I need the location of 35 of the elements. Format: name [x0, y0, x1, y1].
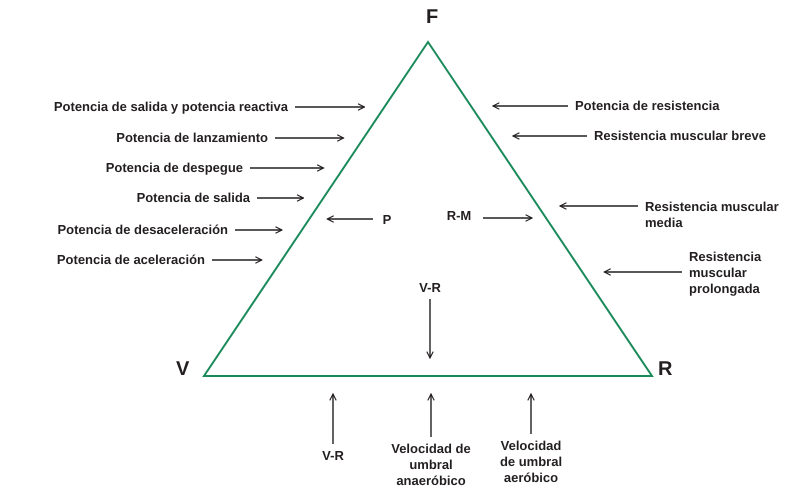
arrow	[295, 103, 365, 111]
term-label: Potencia de aceleración	[56, 252, 205, 268]
term-label: P	[382, 212, 392, 228]
term-label: V-R	[418, 280, 442, 296]
term-label: Potencia de salida y potencia reactiva	[52, 99, 288, 115]
term-label: Potencia de lanzamiento	[115, 130, 268, 146]
arrow	[527, 393, 535, 434]
term-label: Resistencia muscular media	[645, 199, 780, 231]
arrow	[326, 215, 373, 223]
arrow	[235, 226, 282, 234]
arrow	[483, 214, 533, 222]
arrow	[559, 202, 638, 210]
vertex-label: V	[176, 358, 190, 381]
vertex-label: R	[658, 358, 672, 381]
term-label: Resistencia muscular prolongada	[689, 249, 762, 297]
vertex-label: F	[426, 6, 438, 29]
arrow	[275, 134, 344, 142]
term-label: V-R	[321, 448, 345, 464]
term-label: Potencia de despegue	[104, 160, 243, 176]
term-label: Potencia de desaceleración	[56, 222, 228, 238]
arrow	[427, 393, 435, 437]
arrow	[512, 132, 587, 140]
term-label: Velocidad de umbral aeróbico	[498, 438, 564, 486]
arrow	[329, 393, 337, 444]
arrow	[604, 268, 682, 276]
arrow	[492, 102, 568, 110]
term-label: Potencia de salida	[136, 190, 250, 206]
term-label: R-M	[446, 208, 472, 224]
arrow	[257, 194, 304, 202]
arrow	[426, 299, 434, 359]
term-label: Velocidad de umbral anaeróbico	[390, 441, 472, 489]
term-label: Resistencia muscular breve	[594, 128, 767, 144]
arrow	[250, 164, 324, 172]
arrow	[212, 256, 262, 264]
term-label: Potencia de resistencia	[575, 98, 721, 114]
